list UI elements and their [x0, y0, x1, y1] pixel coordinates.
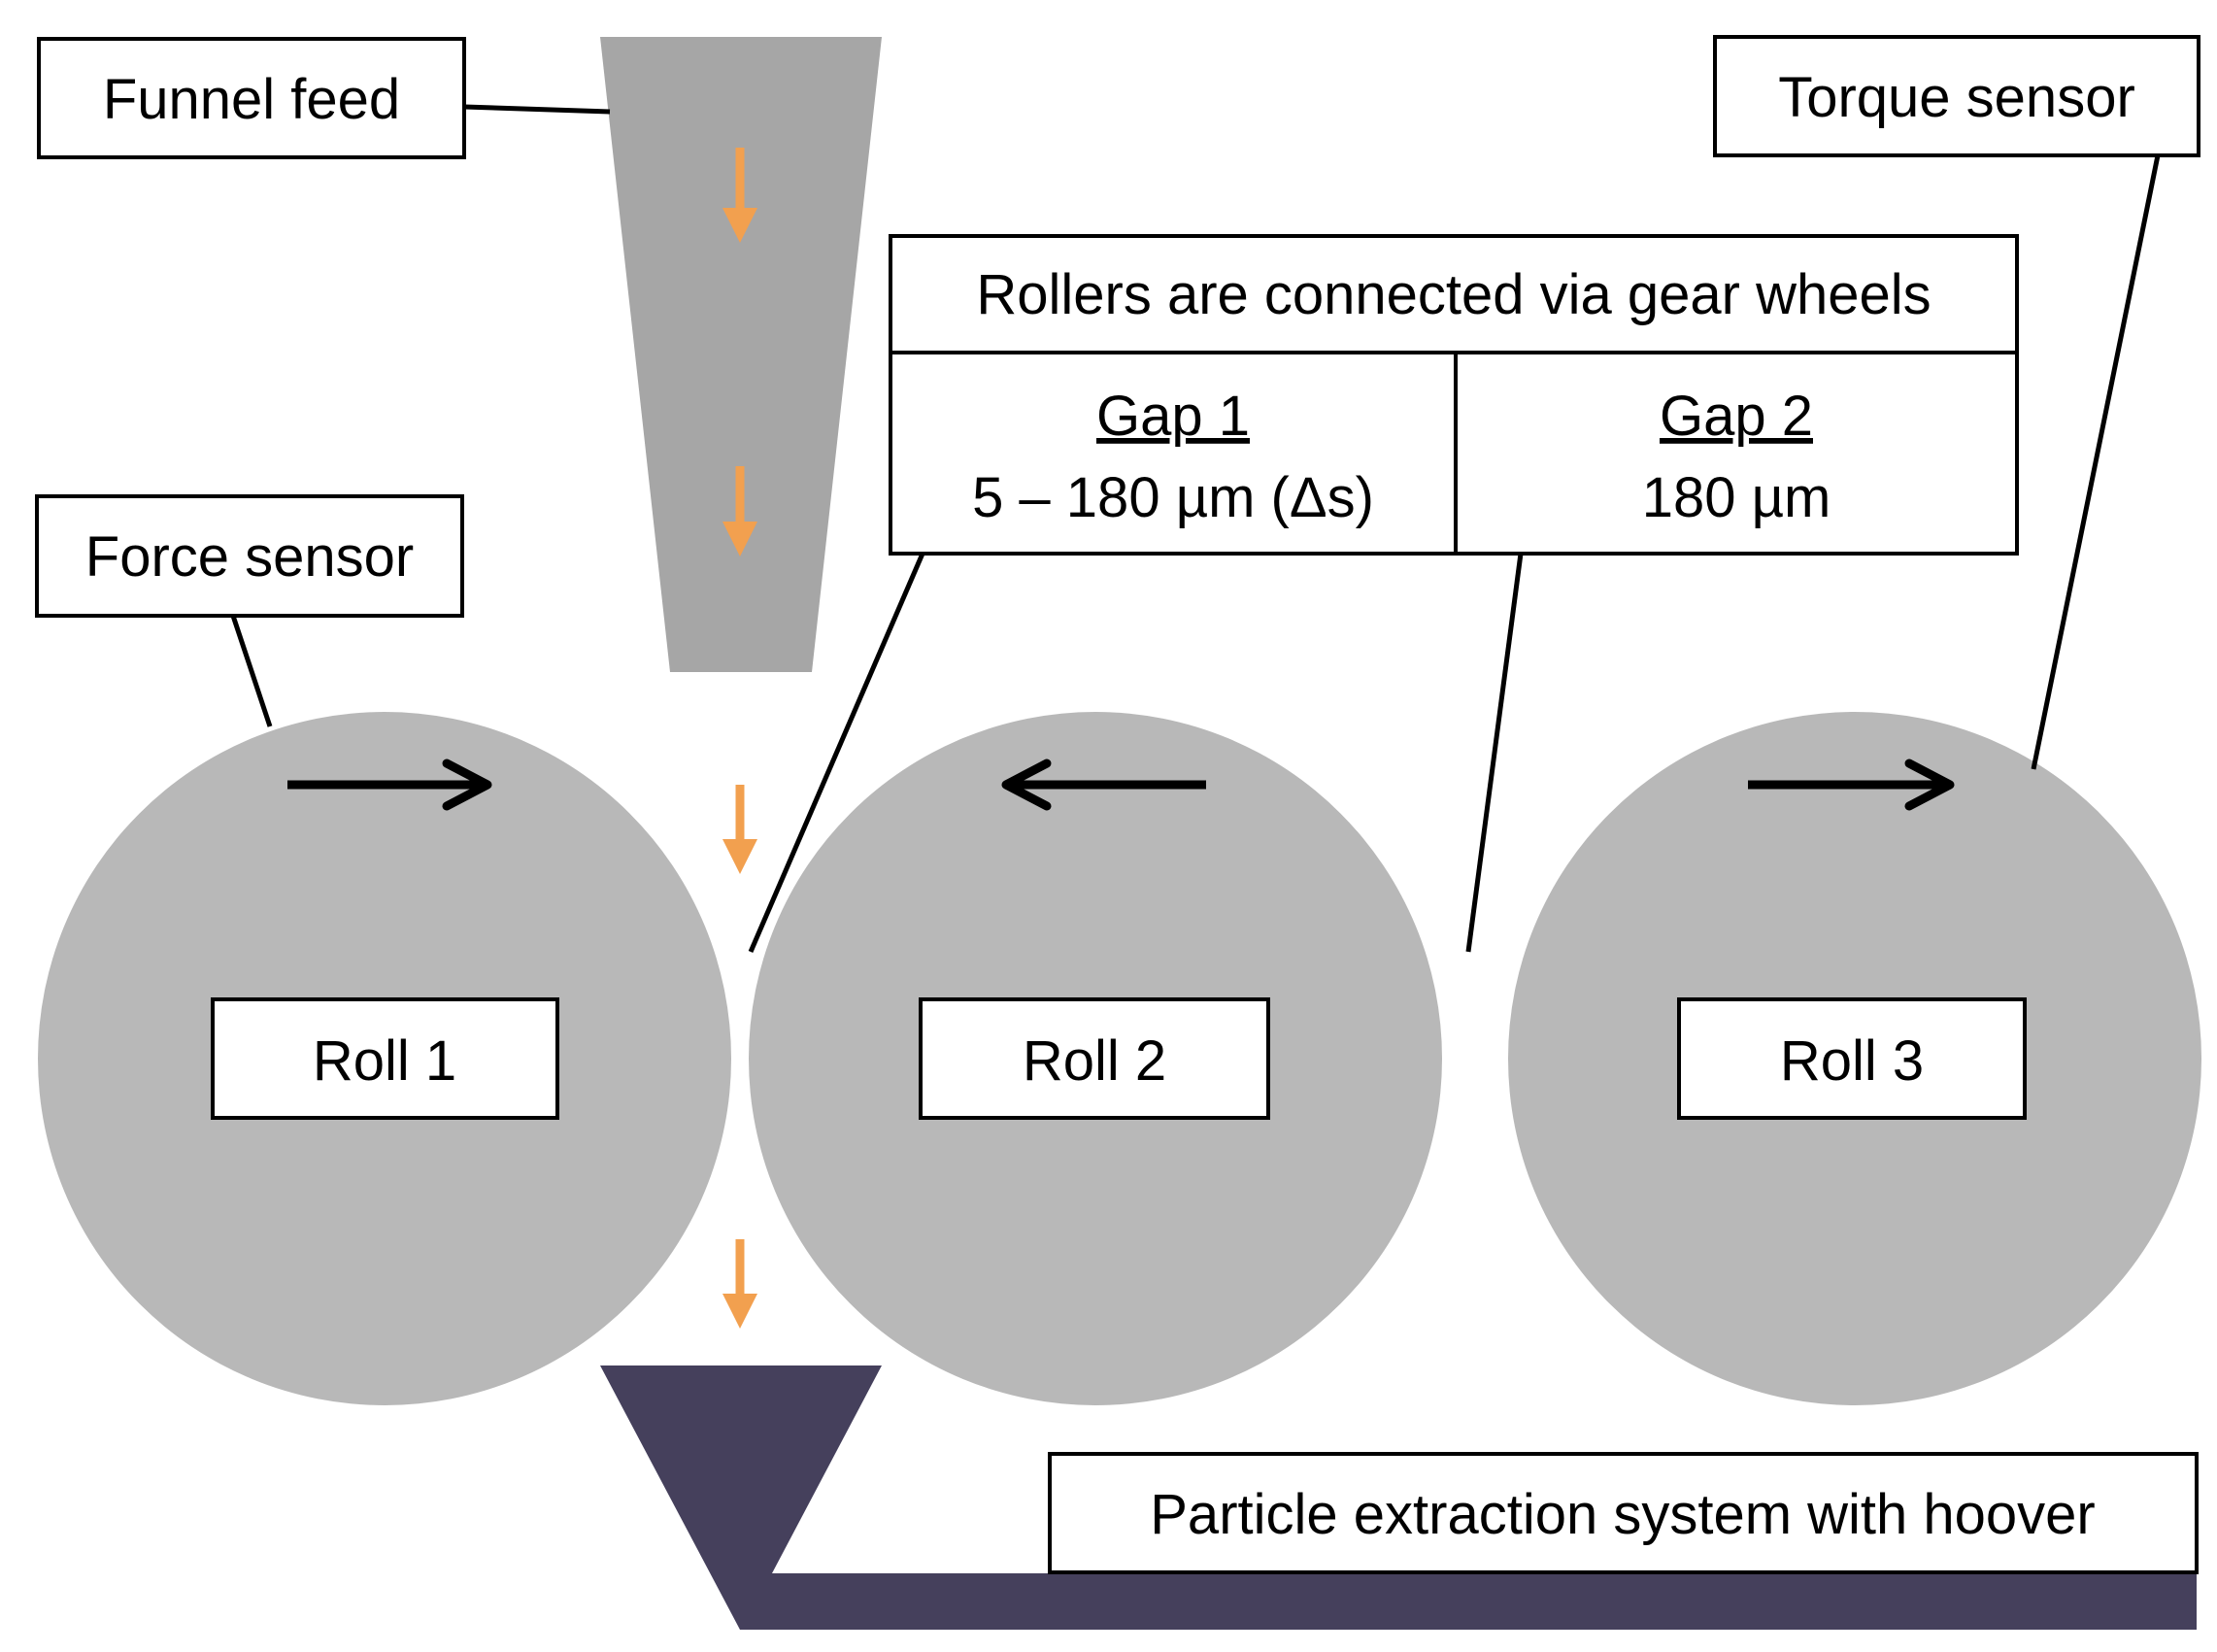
roll-1-text: Roll 1 — [313, 1029, 456, 1093]
particle-extraction-shape — [600, 1365, 2197, 1630]
flow-arrow-icon — [722, 785, 757, 874]
funnel-feed-leader — [463, 104, 611, 115]
gap-2-title: Gap 2 — [1660, 385, 1813, 448]
force-sensor-label: Force sensor — [35, 494, 464, 618]
roll-3-label: Roll 3 — [1677, 997, 2027, 1120]
torque-sensor-label: Torque sensor — [1713, 35, 2200, 157]
particle-extraction-text: Particle extraction system with hoover — [1150, 1483, 2095, 1546]
torque-sensor-text: Torque sensor — [1778, 66, 2135, 129]
flow-arrow-icon — [722, 466, 757, 556]
torque-sensor-leader — [2031, 154, 2161, 770]
funnel-feed-text: Funnel feed — [103, 68, 400, 131]
funnel-feed-shape — [600, 37, 882, 672]
flow-arrow-icon — [722, 1239, 757, 1329]
roll-1-rotation-arrow-icon — [287, 759, 492, 811]
roll-2-text: Roll 2 — [1023, 1029, 1166, 1093]
particle-extraction-label: Particle extraction system with hoover — [1048, 1452, 2199, 1574]
force-sensor-leader — [230, 615, 273, 727]
flow-arrow-icon — [722, 148, 757, 243]
roll-1-label: Roll 1 — [211, 997, 559, 1120]
rollers-connected-text: Rollers are connected via gear wheels — [976, 263, 1931, 326]
force-sensor-text: Force sensor — [85, 525, 414, 589]
funnel-feed-label: Funnel feed — [37, 37, 466, 159]
gap-2-leader — [1465, 553, 1524, 953]
gap-2-value: 180 µm — [1642, 466, 1831, 529]
roll-2-rotation-arrow-icon — [1001, 759, 1206, 811]
roll-2-label: Roll 2 — [919, 997, 1270, 1120]
roll-3-rotation-arrow-icon — [1748, 759, 1955, 811]
gap-1-value: 5 – 180 µm (Δs) — [972, 466, 1374, 529]
gear-connection-table: Rollers are connected via gear wheels Ga… — [889, 234, 2019, 556]
gap-1-title: Gap 1 — [1096, 385, 1250, 448]
material-flow-arrows — [722, 148, 757, 1329]
roll-3-text: Roll 3 — [1780, 1029, 1924, 1093]
gap-1-leader — [748, 553, 925, 953]
